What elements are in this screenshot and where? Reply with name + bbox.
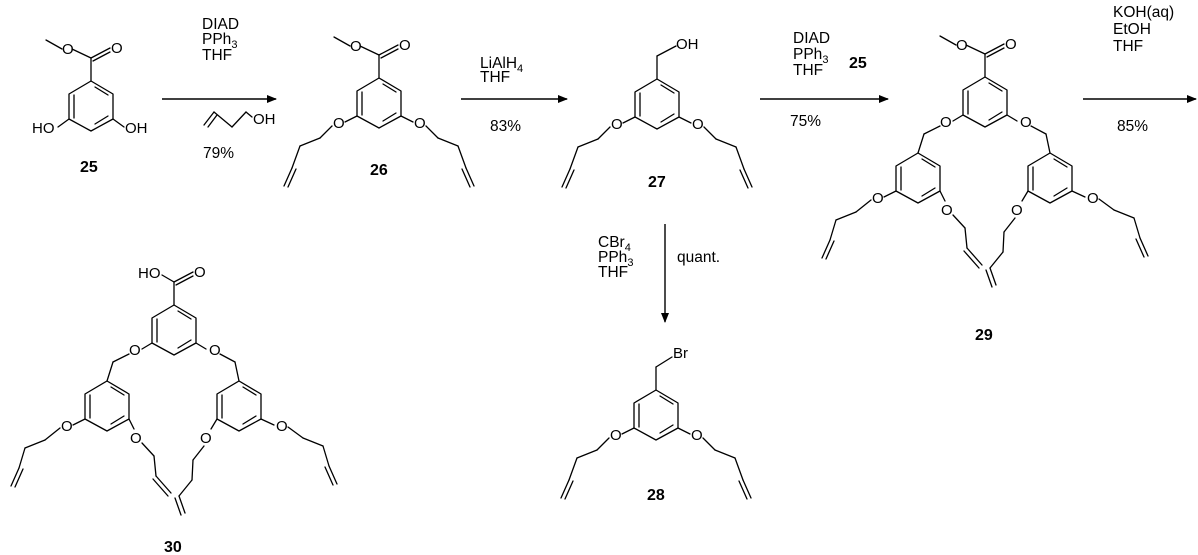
compound-number-29: 29 [975,327,993,344]
step2-reagent: THF [480,69,510,86]
step3-reagent: THF [793,62,823,79]
compound-26-structure: O O O O [283,36,475,188]
atom-o: O [130,430,142,447]
compound-number-26: 26 [370,162,388,179]
atom-o: O [276,418,288,435]
step1-reagent: THF [202,47,232,64]
step4-reagent: THF [1113,38,1143,55]
step3-reagent: DIAD [793,30,830,47]
compound-29-structure: O O O O O O O [821,35,1149,288]
step5-reagent: CBr4 [598,234,631,254]
step5-yield: quant. [677,249,720,266]
step4-reagent: EtOH [1113,21,1151,38]
butenol-structure: OH [203,111,276,128]
compound-number-25: 25 [80,159,98,176]
atom-ho: HO [138,265,161,282]
atom-o: O [1087,190,1099,207]
compound-number-27: 27 [648,174,666,191]
compound-30-structure: O HO O O O O O [10,264,338,516]
atom-o: O [940,114,952,131]
atom-oh: OH [125,120,148,137]
atom-o: O [1005,36,1017,53]
step4-yield: 85% [1117,118,1148,135]
step3-reagent: PPh3 [793,46,828,66]
step2-reagent: LiAlH4 [480,55,523,75]
atom-o: O [414,115,426,132]
atom-o: O [956,37,968,54]
atom-o: O [610,427,622,444]
compound-28-structure: Br O O [560,345,752,500]
atom-o: O [194,264,206,281]
atom-o: O [691,427,703,444]
atom-o: O [111,40,123,57]
step2-yield: 83% [490,118,521,135]
compound-number-28: 28 [647,487,665,504]
compound-27-structure: OH O O [561,36,753,189]
atom-o: O [872,190,884,207]
step1-reagent: PPh3 [202,31,237,51]
atom-o: O [62,41,74,58]
atom-o: O [1011,202,1023,219]
atom-o: O [333,115,345,132]
step3-extra-reagent: 25 [849,55,867,72]
step5-reagent: THF [598,264,628,281]
atom-o: O [200,430,212,447]
step1-reagent: DIAD [202,16,239,33]
step4-reagent: KOH(aq) [1113,4,1174,21]
step1-yield: 79% [203,145,234,162]
atom-o: O [1020,114,1032,131]
atom-oh: OH [676,36,699,53]
compound-25-structure: O O HO OH [32,39,148,137]
atom-o: O [61,418,73,435]
atom-o: O [399,37,411,54]
atom-o: O [941,202,953,219]
atom-oh: OH [253,111,276,128]
atom-o: O [692,116,704,133]
atom-o: O [209,342,221,359]
atom-o: O [129,342,141,359]
step5-reagent: PPh3 [598,249,633,269]
step3-yield: 75% [790,113,821,130]
atom-o: O [611,116,623,133]
atom-br: Br [673,345,688,362]
compound-number-30: 30 [164,539,182,555]
atom-ho: HO [32,120,55,137]
atom-o: O [350,38,362,55]
